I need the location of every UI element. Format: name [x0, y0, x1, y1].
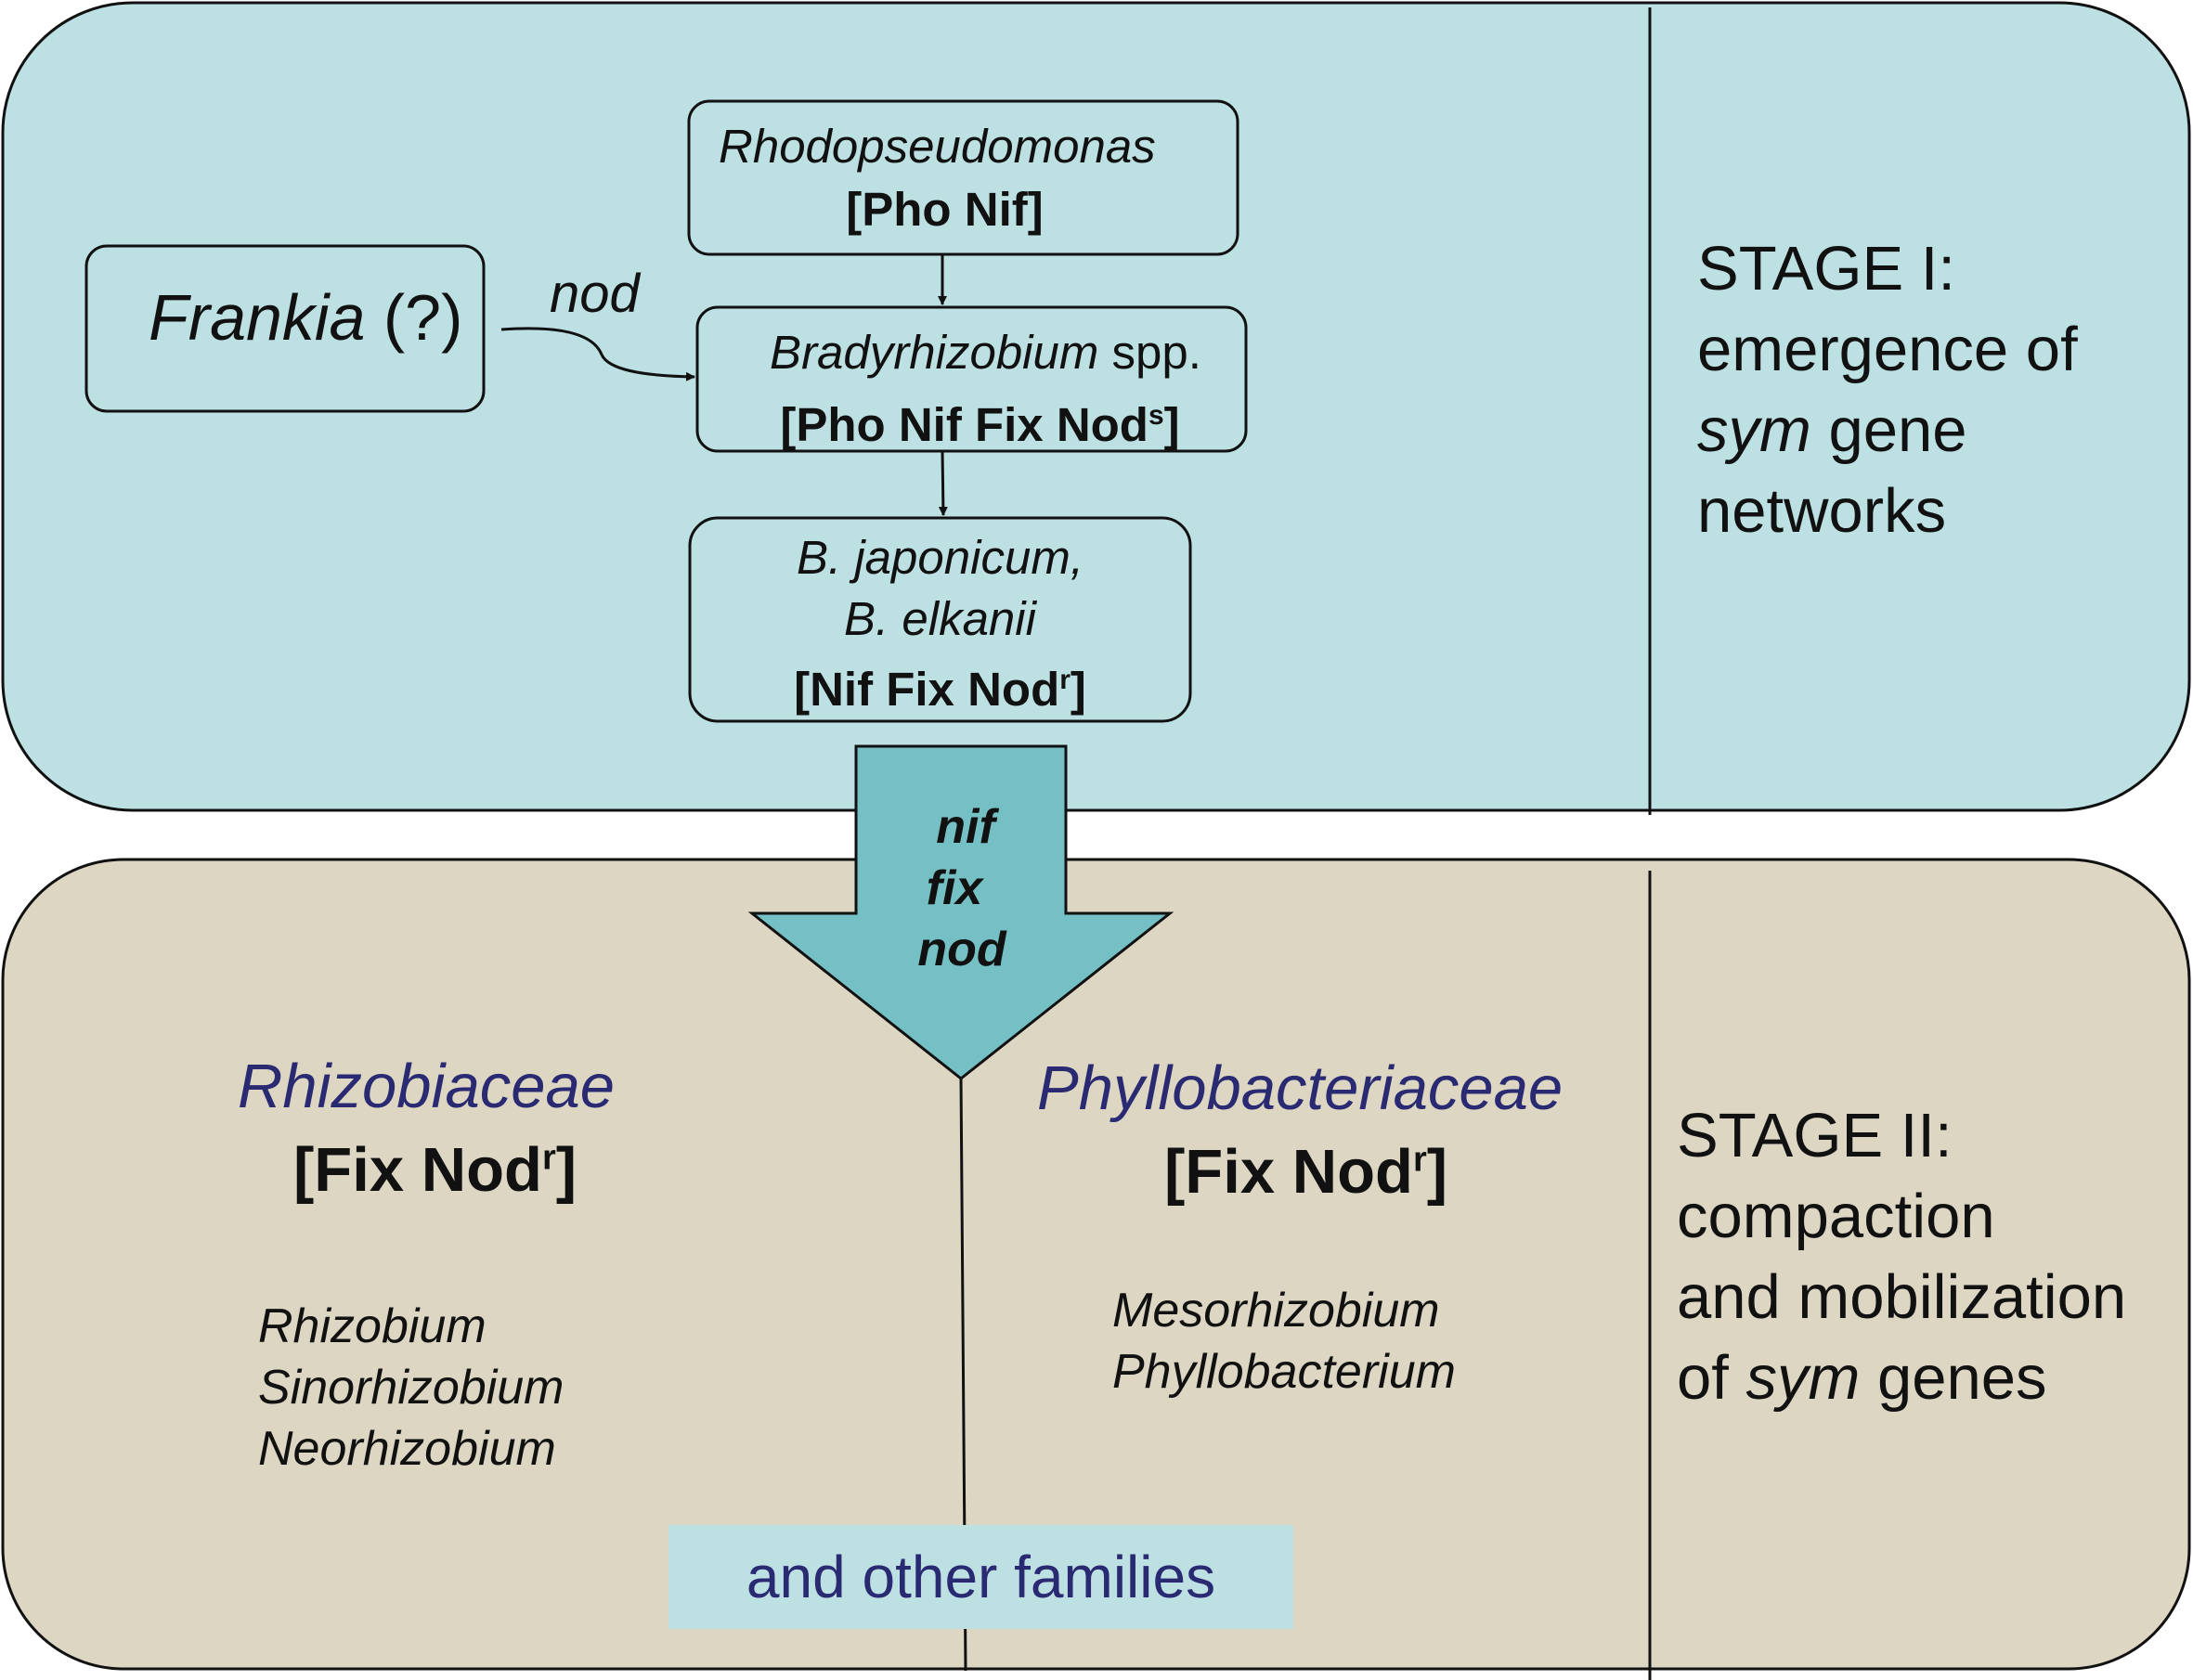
japonicum-box	[688, 516, 1192, 723]
rhodopseudomonas-box	[687, 99, 1239, 256]
frankia-name: Frankia	[149, 281, 366, 354]
rhizo-traits: [Fix Nod	[293, 1135, 542, 1205]
phyllobacteriaceae-traits: [Fix Nodr]	[1164, 1136, 1447, 1208]
stage2-line2: compaction	[1677, 1182, 1995, 1251]
japonicum-label: B. japonicum, B. elkanii [Nif Fix Nodr]	[690, 527, 1190, 720]
nod-transfer-arrow	[500, 327, 695, 381]
stage1-title: STAGE I:	[1697, 234, 1955, 304]
stage2-description: STAGE II: compaction and mobilization of…	[1677, 1095, 2126, 1418]
rhodopseudomonas-label: Rhodopseudomonas [Pho Nif]	[689, 115, 1238, 241]
genus-mesorhizobium: Mesorhizobium	[1112, 1284, 1440, 1338]
brady-traits: [Pho Nif Fix Nod	[780, 398, 1148, 451]
genus-sinorhizobium: Sinorhizobium	[258, 1361, 564, 1415]
nod-label: nod	[550, 264, 640, 324]
phyllo-close: ]	[1426, 1137, 1448, 1207]
brady-name: Bradyrhizobium	[770, 326, 1099, 379]
other-families-bg	[668, 1525, 1293, 1629]
phyllo-superscript: r	[1412, 1140, 1427, 1180]
stage2-genes: genes	[1876, 1343, 2047, 1413]
genus-rhizobium: Rhizobium	[258, 1299, 487, 1353]
gene-transfer-arrow	[747, 744, 1174, 1080]
rhizobiaceae-title: Rhizobiaceae	[238, 1052, 615, 1121]
brady-to-japonicum-arrow	[938, 450, 948, 516]
phyllo-traits: [Fix Nod	[1164, 1137, 1413, 1207]
stage1-description: STAGE I: emergence of sym gene networks	[1697, 228, 2078, 551]
rhodo-name: Rhodopseudomonas	[719, 120, 1156, 173]
rhizobiaceae-traits: [Fix Nodr]	[293, 1134, 577, 1206]
jap-close: ]	[1070, 663, 1086, 716]
japonicum-traits-line: [Nif Fix Nodr]	[690, 650, 1190, 720]
stage2-sym: sym	[1745, 1343, 1861, 1413]
rhizo-close: ]	[555, 1135, 577, 1205]
stage1-line3: sym gene	[1697, 390, 2078, 471]
phyllobacteriaceae-title: Phyllobacteriaceae	[1037, 1053, 1564, 1123]
brady-traits-line: [Pho Nif Fix Nods]	[714, 384, 1246, 457]
stage1-line4: networks	[1697, 476, 1947, 546]
jap-traits: [Nif Fix Nod	[794, 663, 1060, 716]
stage1-line2: emergence of	[1697, 315, 2078, 384]
stage2-of: of	[1677, 1343, 1729, 1413]
phyllobacteriaceae-genera: Mesorhizobium Phyllobacterium	[1112, 1280, 1456, 1402]
other-families-label: and other families	[746, 1544, 1216, 1610]
brady-close: ]	[1163, 398, 1180, 451]
japonicum-name: B. japonicum,	[797, 531, 1084, 584]
transfer-arrow-label: nif fix nod	[868, 796, 1054, 980]
rhodo-traits: [Pho Nif]	[846, 183, 1044, 236]
transfer-nod: nod	[917, 923, 1006, 976]
rhizo-superscript: r	[541, 1138, 556, 1178]
brady-superscript: s	[1148, 400, 1164, 431]
stage2-line3: and mobilization	[1677, 1262, 2127, 1332]
frankia-box	[84, 244, 486, 413]
rhizobiaceae-genera: Rhizobium Sinorhizobium Neorhizobium	[258, 1296, 564, 1480]
jap-superscript: r	[1059, 665, 1071, 695]
bradyrhizobium-label: Bradyrhizobium spp. [Pho Nif Fix Nods]	[697, 321, 1246, 457]
stage1-sym: sym	[1697, 395, 1811, 465]
bradyrhizobium-box	[695, 305, 1248, 453]
stage1-gene: gene	[1828, 395, 1967, 465]
frankia-question: (?)	[383, 281, 463, 354]
frankia-label: Frankia (?)	[149, 280, 462, 355]
genus-phyllobacterium: Phyllobacterium	[1112, 1345, 1456, 1399]
stage2-title: STAGE II:	[1677, 1101, 1953, 1170]
transfer-fix: fix	[926, 861, 983, 915]
transfer-nif: nif	[936, 800, 995, 854]
stage2-panel	[1, 858, 2191, 1671]
stage2-line4: of sym genes	[1677, 1338, 2126, 1418]
genus-neorhizobium: Neorhizobium	[258, 1422, 556, 1476]
elkanii-name: B. elkanii	[844, 592, 1036, 645]
brady-spp: spp.	[1111, 326, 1201, 379]
brady-name-line: Bradyrhizobium spp.	[725, 321, 1246, 384]
